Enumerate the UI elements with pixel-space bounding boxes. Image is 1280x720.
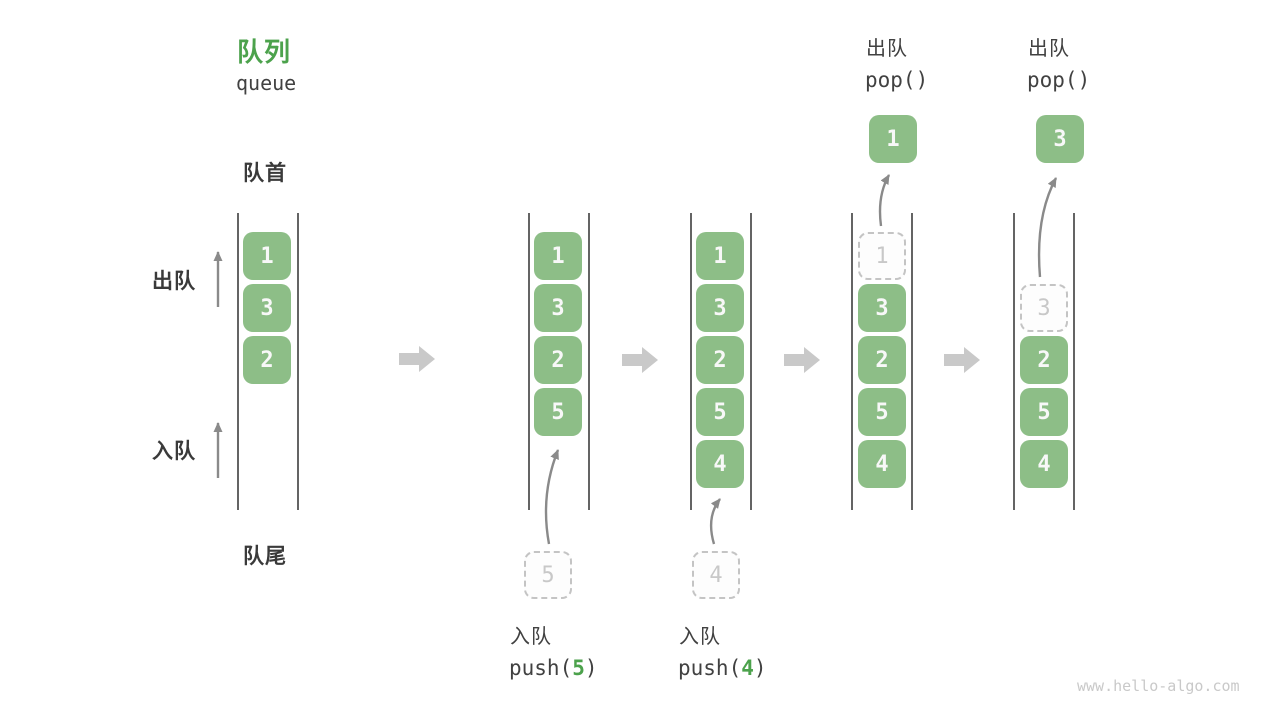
enqueue-op-code: push(4): [678, 656, 767, 680]
queue-item: 2: [534, 336, 582, 384]
incoming-item-ghost: 5: [524, 551, 572, 599]
enqueue-op-label: 入队: [679, 626, 721, 648]
queue-item: 2: [1020, 336, 1068, 384]
diagram-title-zh: 队列: [237, 37, 292, 67]
watermark: www.hello-algo.com: [1077, 677, 1240, 695]
dequeue-op-code: pop(): [865, 68, 929, 92]
enqueue-op-label: 入队: [510, 626, 552, 648]
queue-wall-left: [528, 213, 530, 510]
queue-item: 2: [243, 336, 291, 384]
dequeue-op-code: pop(): [1027, 68, 1091, 92]
queue-front-label: 队首: [243, 162, 287, 185]
queue-item: 4: [858, 440, 906, 488]
queue-wall-right: [911, 213, 913, 510]
transition-arrow-icon: [399, 346, 435, 372]
transition-arrow-icon: [622, 347, 658, 373]
pop-1-arrow-icon: [878, 174, 891, 227]
queue-wall-right: [750, 213, 752, 510]
push-4-arrow-icon: [709, 498, 721, 545]
diagram-title-en: queue: [236, 71, 297, 95]
dequeue-op-label: 出队: [866, 38, 908, 60]
queue-item: 1: [243, 232, 291, 280]
queue-item: 3: [858, 284, 906, 332]
queue-wall-right: [1073, 213, 1075, 510]
push-arg: 5: [572, 656, 585, 680]
queue-wall-right: [297, 213, 299, 510]
queue-item: 1: [534, 232, 582, 280]
queue-item: 2: [858, 336, 906, 384]
queue-item: 3: [243, 284, 291, 332]
queue-item: 5: [1020, 388, 1068, 436]
pop-3-arrow-icon: [1037, 177, 1058, 278]
queue-wall-left: [690, 213, 692, 510]
enqueue-op-code: push(5): [509, 656, 598, 680]
queue-wall-left: [851, 213, 853, 510]
queue-item: 3: [534, 284, 582, 332]
dequeue-op-label: 出队: [1028, 38, 1070, 60]
incoming-item-ghost: 4: [692, 551, 740, 599]
popped-item: 1: [869, 115, 917, 163]
removed-item-ghost: 3: [1020, 284, 1068, 332]
push-5-arrow-icon: [544, 449, 560, 545]
transition-arrow-icon: [944, 347, 980, 373]
dequeue-side-label: 出队: [152, 270, 196, 293]
queue-wall-left: [1013, 213, 1015, 510]
transition-arrow-icon: [784, 347, 820, 373]
queue-wall-left: [237, 213, 239, 510]
push-arg: 4: [741, 656, 754, 680]
queue-item: 3: [696, 284, 744, 332]
queue-item: 1: [696, 232, 744, 280]
queue-item: 2: [696, 336, 744, 384]
queue-item: 5: [534, 388, 582, 436]
queue-rear-label: 队尾: [243, 545, 287, 568]
popped-item: 3: [1036, 115, 1084, 163]
queue-item: 4: [1020, 440, 1068, 488]
enqueue-side-label: 入队: [152, 440, 196, 463]
queue-item: 4: [696, 440, 744, 488]
queue-wall-right: [588, 213, 590, 510]
queue-item: 5: [858, 388, 906, 436]
removed-item-ghost: 1: [858, 232, 906, 280]
queue-item: 5: [696, 388, 744, 436]
